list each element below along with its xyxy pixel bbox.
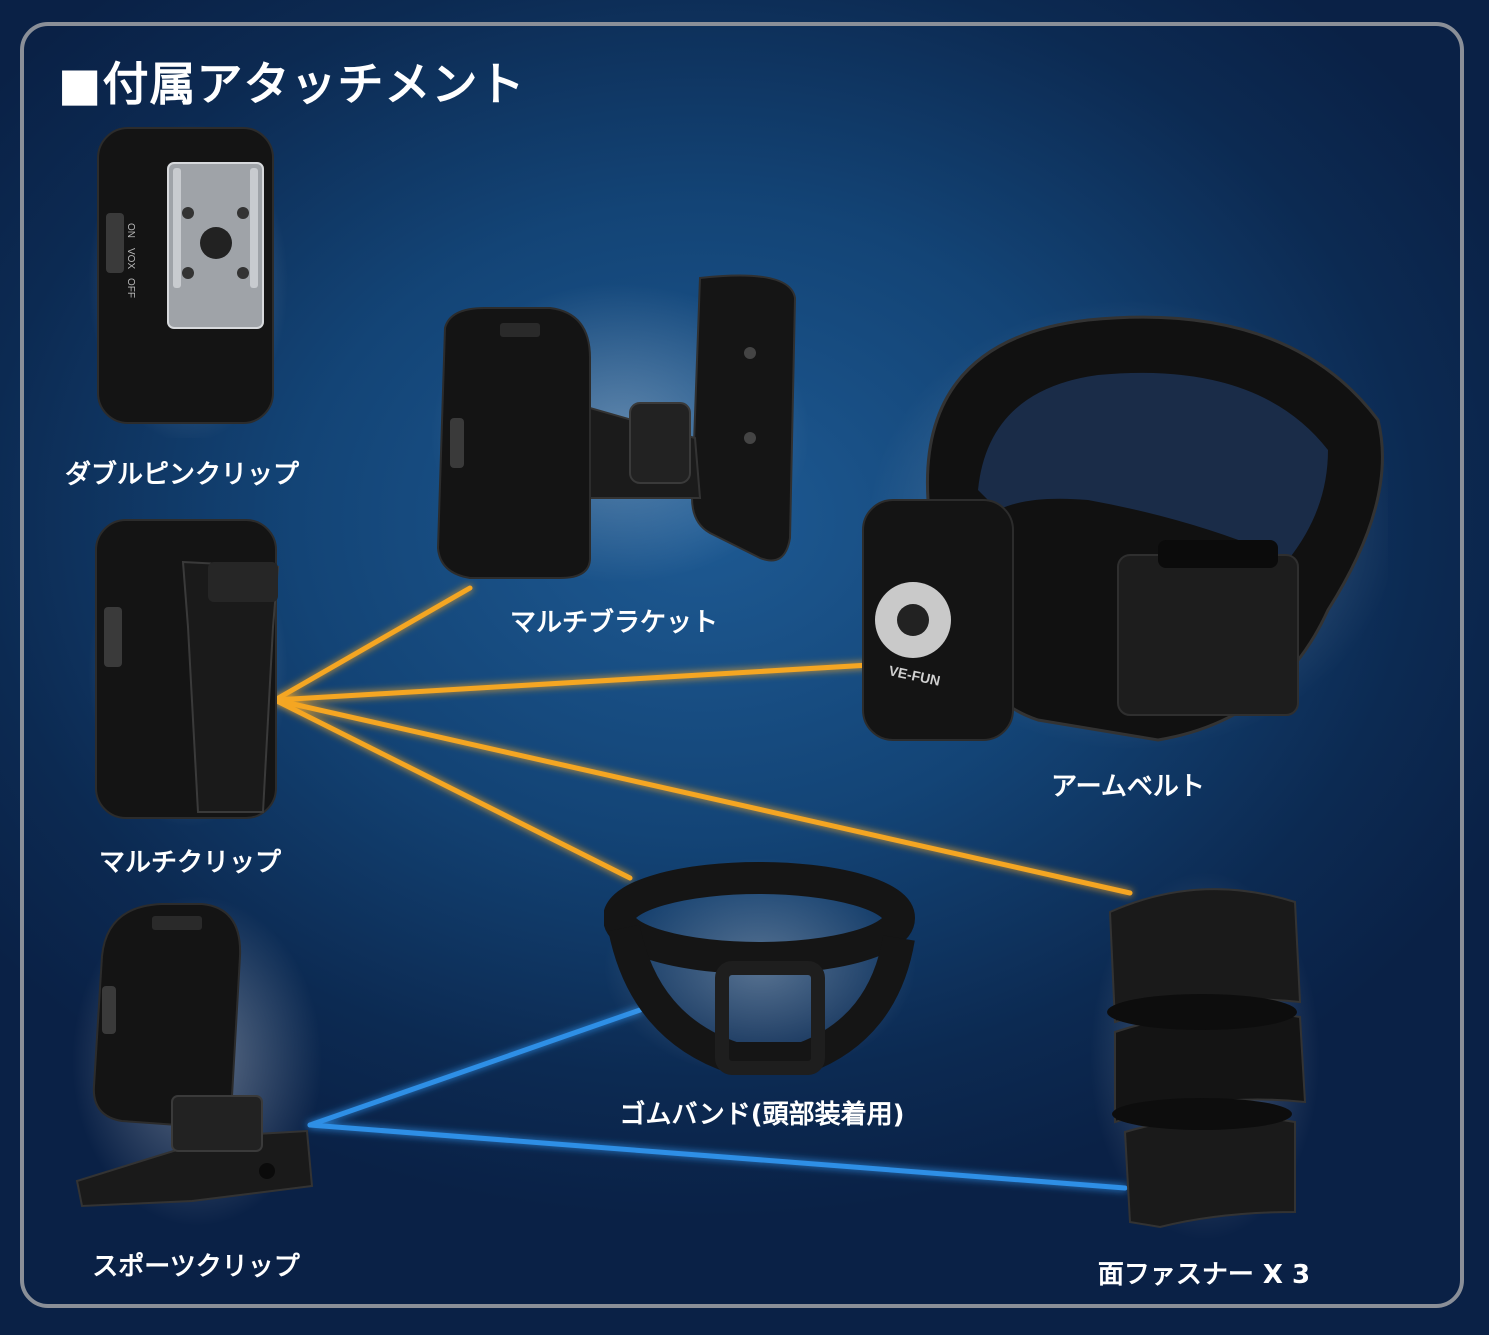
label-fastener: 面ファスナー X 3 <box>1097 1260 1311 1290</box>
multi-bracket-image <box>430 274 810 583</box>
multi-clip-image <box>88 517 288 827</box>
label-sports-clip: スポーツクリップ <box>92 1252 300 1282</box>
switch-vox-text: VOX <box>125 248 136 269</box>
double-pin-clip-image: ON VOX OFF <box>88 123 288 438</box>
page-title: ■付属アタッチメント <box>58 57 526 111</box>
label-multi-bracket: マルチブラケット <box>509 608 719 638</box>
label-double-pin-clip: ダブルピンクリップ <box>64 460 300 490</box>
label-multi-clip: マルチクリップ <box>98 848 282 878</box>
arm-belt-image: VE-FUN <box>862 300 1388 750</box>
switch-off-text: OFF <box>125 278 136 298</box>
connector-multiclip-to-armbelt <box>272 662 873 703</box>
fastener-image <box>1090 872 1320 1240</box>
switch-on-text: ON <box>125 223 136 238</box>
connector-multiclip-to-bracket <box>272 585 473 703</box>
rubber-band-image <box>604 858 916 1076</box>
label-arm-belt: アームベルト <box>1051 772 1205 802</box>
label-rubber-band: ゴムバンド(頭部装着用) <box>619 1100 905 1130</box>
connector-sportsclip-to-rubberband <box>307 1007 643 1128</box>
connector-sportsclip-to-fastener <box>307 1122 1128 1191</box>
sports-clip-image <box>72 896 322 1226</box>
panel-frame <box>20 22 1464 1308</box>
connector-multiclip-to-rubberband <box>272 697 633 881</box>
connector-multiclip-to-fastener <box>272 697 1133 896</box>
